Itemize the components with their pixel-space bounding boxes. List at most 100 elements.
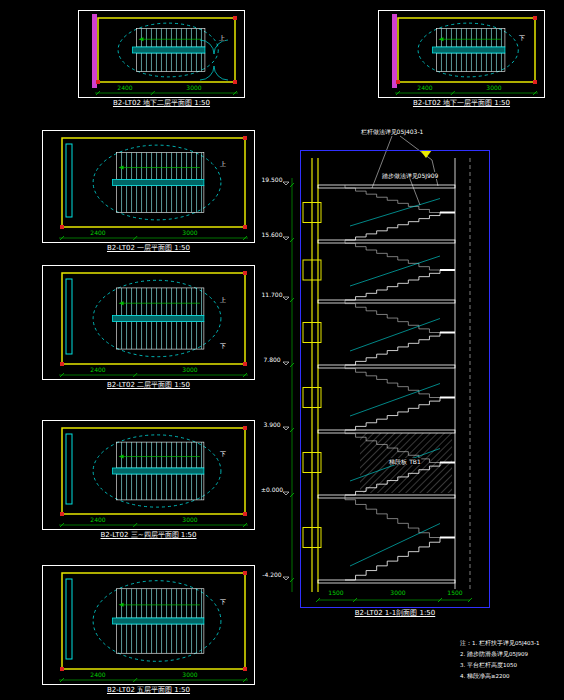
column-mark (533, 80, 537, 84)
stair-flight (345, 240, 440, 270)
stair-flight (345, 398, 440, 431)
drawing-title: B2-LT02 二层平面图 1:50 (107, 381, 190, 389)
tread (141, 442, 142, 468)
stair-flight (345, 463, 440, 496)
flight-outline (117, 186, 204, 213)
wall (311, 158, 312, 592)
tread (176, 624, 177, 653)
walk-arrow-head (119, 301, 124, 305)
tread (146, 322, 147, 350)
elevation: 3.900 (263, 421, 280, 428)
dimension-tick (133, 678, 137, 682)
tread (501, 28, 502, 47)
tread (471, 53, 472, 72)
tread (141, 322, 142, 350)
dimension: 3000 (182, 516, 197, 523)
tread (191, 474, 192, 500)
window (66, 279, 72, 354)
tread (191, 53, 192, 72)
dimension: 2400 (417, 84, 432, 91)
column-mark (243, 271, 247, 275)
dimension: 3000 (182, 671, 197, 678)
dimension-tick (151, 91, 155, 95)
tread (151, 53, 152, 72)
tread (201, 186, 202, 213)
tread (126, 153, 127, 180)
dimension: 3000 (486, 84, 501, 91)
dimension-tick (533, 91, 537, 95)
tread (171, 589, 172, 618)
tread (201, 322, 202, 350)
tread (191, 322, 192, 350)
tread (151, 322, 152, 350)
stair-section (283, 136, 472, 602)
tread (176, 186, 177, 213)
tread (161, 186, 162, 213)
tread (156, 53, 157, 72)
tread (156, 442, 157, 468)
tread (191, 624, 192, 653)
window (66, 579, 72, 659)
tread (176, 442, 177, 468)
hatched-flight (360, 433, 452, 493)
tread (166, 186, 167, 213)
tread (126, 589, 127, 618)
window (66, 434, 72, 504)
clearance-outline (93, 280, 221, 356)
tread (196, 186, 197, 213)
tread (151, 28, 152, 47)
dimension-tick (353, 598, 357, 602)
floor-slab (318, 300, 455, 303)
landing (440, 397, 455, 399)
plan-frame: B2-LT02 五层平面图 1:50 (42, 565, 255, 685)
dimension-tick (290, 298, 294, 302)
tread (181, 186, 182, 213)
dimension-tick (133, 236, 137, 240)
level-mark (283, 362, 289, 365)
dimension-line (59, 375, 248, 376)
drawing-title: B2-LT02 一层平面图 1:50 (107, 244, 190, 252)
direction-label: 下 (220, 598, 226, 605)
tread (161, 474, 162, 500)
window (66, 144, 72, 217)
tread (151, 288, 152, 316)
dimension-tick (451, 91, 455, 95)
column-mark (243, 426, 247, 430)
walk-arrow-head (119, 166, 124, 170)
flight-outline (136, 53, 204, 72)
tread (156, 322, 157, 350)
column-mark (243, 571, 247, 575)
tread (161, 28, 162, 47)
tread (136, 153, 137, 180)
tread (131, 442, 132, 468)
callout-note: 栏杆做法详见05J403-1 (361, 128, 424, 135)
callout-note: 梯段板 TB1 (389, 458, 421, 465)
dimension: 2400 (117, 84, 132, 91)
tread (181, 589, 182, 618)
stair-flight (345, 270, 440, 300)
tread (121, 322, 122, 350)
column-mark (60, 225, 64, 229)
tread (476, 53, 477, 72)
general-note: 注：1. 栏杆扶手详见05J403-1 (460, 640, 540, 647)
tread (131, 322, 132, 350)
tread (126, 624, 127, 653)
tread (196, 153, 197, 180)
tread (156, 153, 157, 180)
walk-arrow (123, 456, 200, 457)
tread (486, 28, 487, 47)
tread (186, 589, 187, 618)
dimension-tick (96, 91, 100, 95)
handrail (132, 47, 204, 53)
tread (181, 153, 182, 180)
stair-flight (345, 333, 440, 366)
tread (491, 28, 492, 47)
wall (62, 273, 245, 364)
tread (456, 53, 457, 72)
handrail (113, 180, 204, 186)
tread (446, 28, 447, 47)
column-mark (243, 362, 247, 366)
handrail (350, 319, 440, 352)
handrail (350, 524, 440, 567)
dimension: 2400 (90, 366, 105, 373)
